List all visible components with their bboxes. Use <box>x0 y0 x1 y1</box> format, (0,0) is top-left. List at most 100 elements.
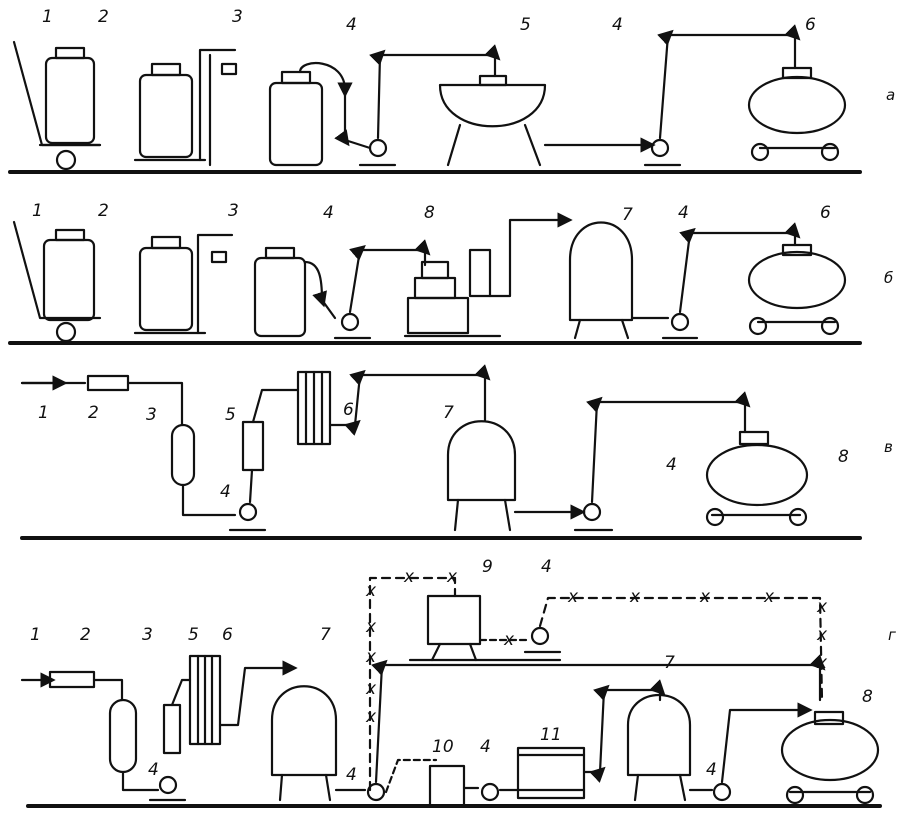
label-2: 2 <box>98 7 109 27</box>
heat-exchanger-11 <box>516 679 666 800</box>
pump-4-d3 <box>473 782 520 808</box>
pump-4-c <box>228 502 267 532</box>
x-marker: x <box>446 567 458 587</box>
label-2: 2 <box>80 625 91 645</box>
x-marker: x <box>763 587 775 607</box>
pump-4-c2 <box>573 391 751 532</box>
row-label-c: в <box>884 438 893 456</box>
tank-3-d <box>108 698 138 774</box>
heating-vessel-5 <box>438 74 656 167</box>
x-marker: x <box>816 597 828 617</box>
label-4: 4 <box>678 203 689 223</box>
x-marker: x <box>699 587 711 607</box>
label-4: 4 <box>148 760 159 780</box>
label-5: 5 <box>520 15 531 35</box>
label-1: 1 <box>30 625 41 645</box>
return-line <box>368 576 824 792</box>
label-8: 8 <box>424 203 435 223</box>
label-4: 4 <box>323 203 334 223</box>
label-4: 4 <box>346 765 357 785</box>
tank-10 <box>428 764 480 808</box>
label-3: 3 <box>142 625 153 645</box>
labels-row-c: 1 2 3 5 4 6 7 4 8 в <box>38 400 893 502</box>
label-5: 5 <box>225 405 236 425</box>
tanker-6 <box>747 66 847 162</box>
tank-7-d2 <box>626 693 714 802</box>
pump-4 <box>358 44 501 167</box>
label-6: 6 <box>820 203 831 223</box>
x-marker: x <box>816 653 828 673</box>
label-7: 7 <box>443 403 454 423</box>
milk-can-cart <box>12 40 102 171</box>
x-marker: x <box>365 647 377 667</box>
washing-unit-9 <box>408 594 562 662</box>
milk-can-feed-b <box>253 246 337 338</box>
return-line-markers: x x x x x x x x x x x x x x x <box>365 567 828 727</box>
tank-7-c <box>446 420 586 532</box>
row-label-b: б <box>884 269 893 287</box>
flowmeter-5-c <box>241 420 265 472</box>
label-7: 7 <box>622 205 633 225</box>
label-6: 6 <box>222 625 233 645</box>
label-4: 4 <box>346 15 357 35</box>
label-9: 9 <box>482 557 493 577</box>
tank-3-c <box>170 423 196 487</box>
label-6: 6 <box>805 15 816 35</box>
label-6: 6 <box>343 400 354 420</box>
labels-row-d: 1 2 3 5 6 4 7 4 9 4 10 4 11 7 4 8 г <box>30 557 896 785</box>
label-11: 11 <box>540 725 562 745</box>
scheme-row-b <box>8 212 862 345</box>
label-1: 1 <box>38 403 49 423</box>
label-1: 1 <box>32 201 43 221</box>
milk-can-cart-b <box>12 220 102 343</box>
labels-row-a: 1 2 3 4 5 4 6 а <box>42 7 895 104</box>
label-4: 4 <box>480 737 491 757</box>
filter-2-c <box>86 374 130 392</box>
label-4: 4 <box>220 482 231 502</box>
label-4: 4 <box>541 557 552 577</box>
x-marker: x <box>403 567 415 587</box>
x-marker: x <box>365 617 377 637</box>
label-7: 7 <box>664 653 675 673</box>
tanker-8-c <box>705 430 809 527</box>
label-10: 10 <box>432 737 454 757</box>
scheme-row-d <box>20 576 882 808</box>
separator-8 <box>403 212 573 338</box>
pump-4-d1 <box>148 775 187 802</box>
tank-7-b <box>568 221 670 340</box>
scheme-row-c <box>20 364 862 540</box>
x-marker: x <box>629 587 641 607</box>
row-label-a: а <box>886 86 895 104</box>
label-3: 3 <box>232 7 243 27</box>
x-marker: x <box>816 625 828 645</box>
label-2: 2 <box>98 201 109 221</box>
label-2: 2 <box>88 403 99 423</box>
milk-can-on-scales-b <box>133 233 234 335</box>
label-8: 8 <box>862 687 873 707</box>
pump-4-b <box>333 239 431 340</box>
x-marker: x <box>365 581 377 601</box>
tanker-8-d <box>780 710 880 805</box>
flowmeter-5-d <box>162 703 182 755</box>
labels-row-b: 1 2 3 4 8 7 4 6 б <box>32 201 893 287</box>
label-5: 5 <box>188 625 199 645</box>
filter-2-d <box>48 670 96 689</box>
x-marker: x <box>365 707 377 727</box>
label-4: 4 <box>666 455 677 475</box>
pump-4-d2 <box>358 654 826 808</box>
label-4: 4 <box>706 760 717 780</box>
pump-4b <box>643 24 801 167</box>
label-1: 1 <box>42 7 53 27</box>
pump-4-b2 <box>661 222 801 340</box>
tanker-6-b <box>747 243 847 336</box>
label-3: 3 <box>228 201 239 221</box>
x-marker: x <box>567 587 579 607</box>
pump-4-d4 <box>703 702 813 808</box>
scheme-row-a <box>8 24 862 174</box>
x-marker: x <box>503 630 515 650</box>
label-4: 4 <box>612 15 623 35</box>
label-7: 7 <box>320 625 331 645</box>
milk-can-on-scales <box>133 48 238 167</box>
x-marker: x <box>365 679 377 699</box>
